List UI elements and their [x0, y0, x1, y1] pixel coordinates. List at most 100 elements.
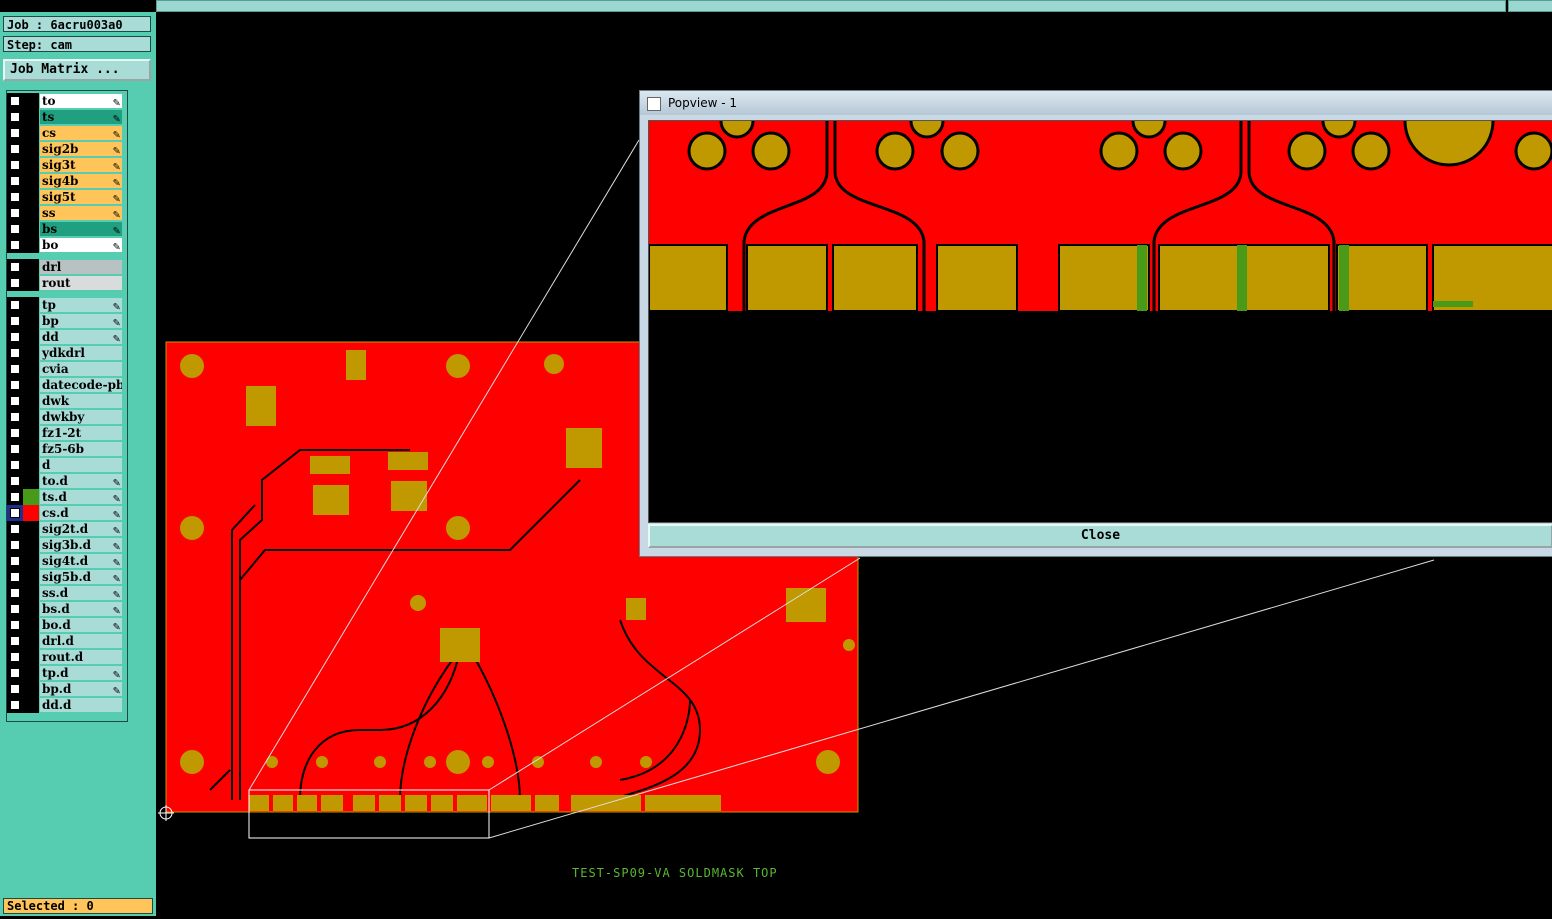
- popview-canvas[interactable]: [648, 75, 1552, 523]
- layer-row-bo[interactable]: bo✎: [7, 237, 125, 253]
- layer-name[interactable]: bo.d: [40, 618, 122, 632]
- layer-row-ydkdrl[interactable]: ydkdrl: [7, 345, 125, 361]
- layer-name[interactable]: ss: [40, 206, 122, 220]
- layer-checkbox[interactable]: [10, 160, 20, 170]
- layer-row-drl[interactable]: drl: [7, 259, 125, 275]
- layer-display-slot[interactable]: [23, 189, 39, 205]
- layer-display-slot[interactable]: [23, 297, 39, 313]
- layer-name[interactable]: dwk: [40, 394, 122, 408]
- layer-row-sig2t-d[interactable]: sig2t.d✎: [7, 521, 125, 537]
- layer-row-bp[interactable]: bp✎: [7, 313, 125, 329]
- layer-name[interactable]: to: [40, 94, 122, 108]
- layer-row-dd[interactable]: dd✎: [7, 329, 125, 345]
- layer-checkbox[interactable]: [10, 278, 20, 288]
- layer-row-ss-d[interactable]: ss.d✎: [7, 585, 125, 601]
- layer-checkbox[interactable]: [10, 208, 20, 218]
- layer-display-slot[interactable]: [23, 259, 39, 275]
- layer-row-tp[interactable]: tp✎: [7, 297, 125, 313]
- layer-checkbox[interactable]: [10, 412, 20, 422]
- layer-name[interactable]: bo: [40, 238, 122, 252]
- layer-row-cs-d[interactable]: cs.d✎: [7, 505, 125, 521]
- layer-display-slot[interactable]: [23, 569, 39, 585]
- layer-checkbox[interactable]: [10, 444, 20, 454]
- layer-row-bo-d[interactable]: bo.d✎: [7, 617, 125, 633]
- layer-name[interactable]: bs.d: [40, 602, 122, 616]
- layer-row-to-d[interactable]: to.d✎: [7, 473, 125, 489]
- layer-checkbox[interactable]: [10, 112, 20, 122]
- layer-name[interactable]: tp.d: [40, 666, 122, 680]
- layer-display-slot[interactable]: [23, 537, 39, 553]
- layer-display-slot[interactable]: [23, 393, 39, 409]
- layer-name[interactable]: rout.d: [40, 650, 122, 664]
- layer-name[interactable]: cs.d: [40, 506, 122, 520]
- layer-display-slot[interactable]: [23, 617, 39, 633]
- layer-name[interactable]: cvia: [40, 362, 122, 376]
- layer-row-sig4t-d[interactable]: sig4t.d✎: [7, 553, 125, 569]
- layer-name[interactable]: datecode-pbo: [40, 378, 122, 392]
- layer-display-slot[interactable]: [23, 377, 39, 393]
- layer-row-dwk[interactable]: dwk: [7, 393, 125, 409]
- layer-row-sig5b-d[interactable]: sig5b.d✎: [7, 569, 125, 585]
- layer-row-dwkby[interactable]: dwkby: [7, 409, 125, 425]
- layer-display-slot[interactable]: [23, 649, 39, 665]
- layer-row-d[interactable]: d: [7, 457, 125, 473]
- close-button[interactable]: Close: [648, 524, 1552, 548]
- layer-checkbox[interactable]: [10, 572, 20, 582]
- layer-display-slot[interactable]: [23, 441, 39, 457]
- layer-row-ss[interactable]: ss✎: [7, 205, 125, 221]
- layer-checkbox[interactable]: [10, 556, 20, 566]
- layer-checkbox[interactable]: [10, 524, 20, 534]
- layer-name[interactable]: sig3t: [40, 158, 122, 172]
- layer-name[interactable]: sig2t.d: [40, 522, 122, 536]
- layer-name[interactable]: ydkdrl: [40, 346, 122, 360]
- layer-display-slot[interactable]: [23, 221, 39, 237]
- layer-row-to[interactable]: to✎: [7, 93, 125, 109]
- popview-titlebar[interactable]: Popview - 1: [640, 91, 1552, 115]
- layer-checkbox[interactable]: [10, 668, 20, 678]
- layer-row-tp-d[interactable]: tp.d✎: [7, 665, 125, 681]
- layer-checkbox[interactable]: [10, 144, 20, 154]
- layer-checkbox[interactable]: [10, 604, 20, 614]
- layer-display-slot[interactable]: [23, 697, 39, 713]
- layer-row-fz5-6b[interactable]: fz5-6b: [7, 441, 125, 457]
- layer-name[interactable]: ts: [40, 110, 122, 124]
- layer-name[interactable]: cs: [40, 126, 122, 140]
- layer-row-ts-d[interactable]: ts.d✎: [7, 489, 125, 505]
- layer-display-slot[interactable]: [23, 425, 39, 441]
- layer-row-dd-d[interactable]: dd.d: [7, 697, 125, 713]
- layer-display-slot[interactable]: [23, 313, 39, 329]
- layer-name[interactable]: sig4t.d: [40, 554, 122, 568]
- layer-display-slot[interactable]: [23, 409, 39, 425]
- layer-checkbox[interactable]: [10, 192, 20, 202]
- layer-display-slot[interactable]: [23, 585, 39, 601]
- layer-checkbox[interactable]: [10, 364, 20, 374]
- layer-checkbox[interactable]: [10, 348, 20, 358]
- layer-row-rout[interactable]: rout: [7, 275, 125, 291]
- layer-name[interactable]: ss.d: [40, 586, 122, 600]
- layer-name[interactable]: dd.d: [40, 698, 122, 712]
- layer-row-drl-d[interactable]: drl.d: [7, 633, 125, 649]
- layer-checkbox[interactable]: [10, 476, 20, 486]
- layer-row-sig3b-d[interactable]: sig3b.d✎: [7, 537, 125, 553]
- layer-display-slot[interactable]: [23, 141, 39, 157]
- layer-checkbox[interactable]: [10, 300, 20, 310]
- layer-name[interactable]: sig4b: [40, 174, 122, 188]
- layer-row-bs[interactable]: bs✎: [7, 221, 125, 237]
- layer-row-datecode-pbo[interactable]: datecode-pbo: [7, 377, 125, 393]
- layer-checkbox[interactable]: [10, 262, 20, 272]
- layer-name[interactable]: ts.d: [40, 490, 122, 504]
- layer-checkbox[interactable]: [10, 96, 20, 106]
- layer-checkbox[interactable]: [10, 460, 20, 470]
- layer-name[interactable]: bp.d: [40, 682, 122, 696]
- layer-checkbox[interactable]: [10, 396, 20, 406]
- layer-display-slot[interactable]: [23, 237, 39, 253]
- layer-checkbox[interactable]: [10, 700, 20, 710]
- layer-display-slot[interactable]: [23, 489, 39, 505]
- layer-name[interactable]: sig3b.d: [40, 538, 122, 552]
- layer-name[interactable]: sig2b: [40, 142, 122, 156]
- layer-name[interactable]: to.d: [40, 474, 122, 488]
- layer-checkbox[interactable]: [10, 128, 20, 138]
- layer-display-slot[interactable]: [23, 275, 39, 291]
- layer-checkbox[interactable]: [10, 316, 20, 326]
- layer-checkbox[interactable]: [10, 684, 20, 694]
